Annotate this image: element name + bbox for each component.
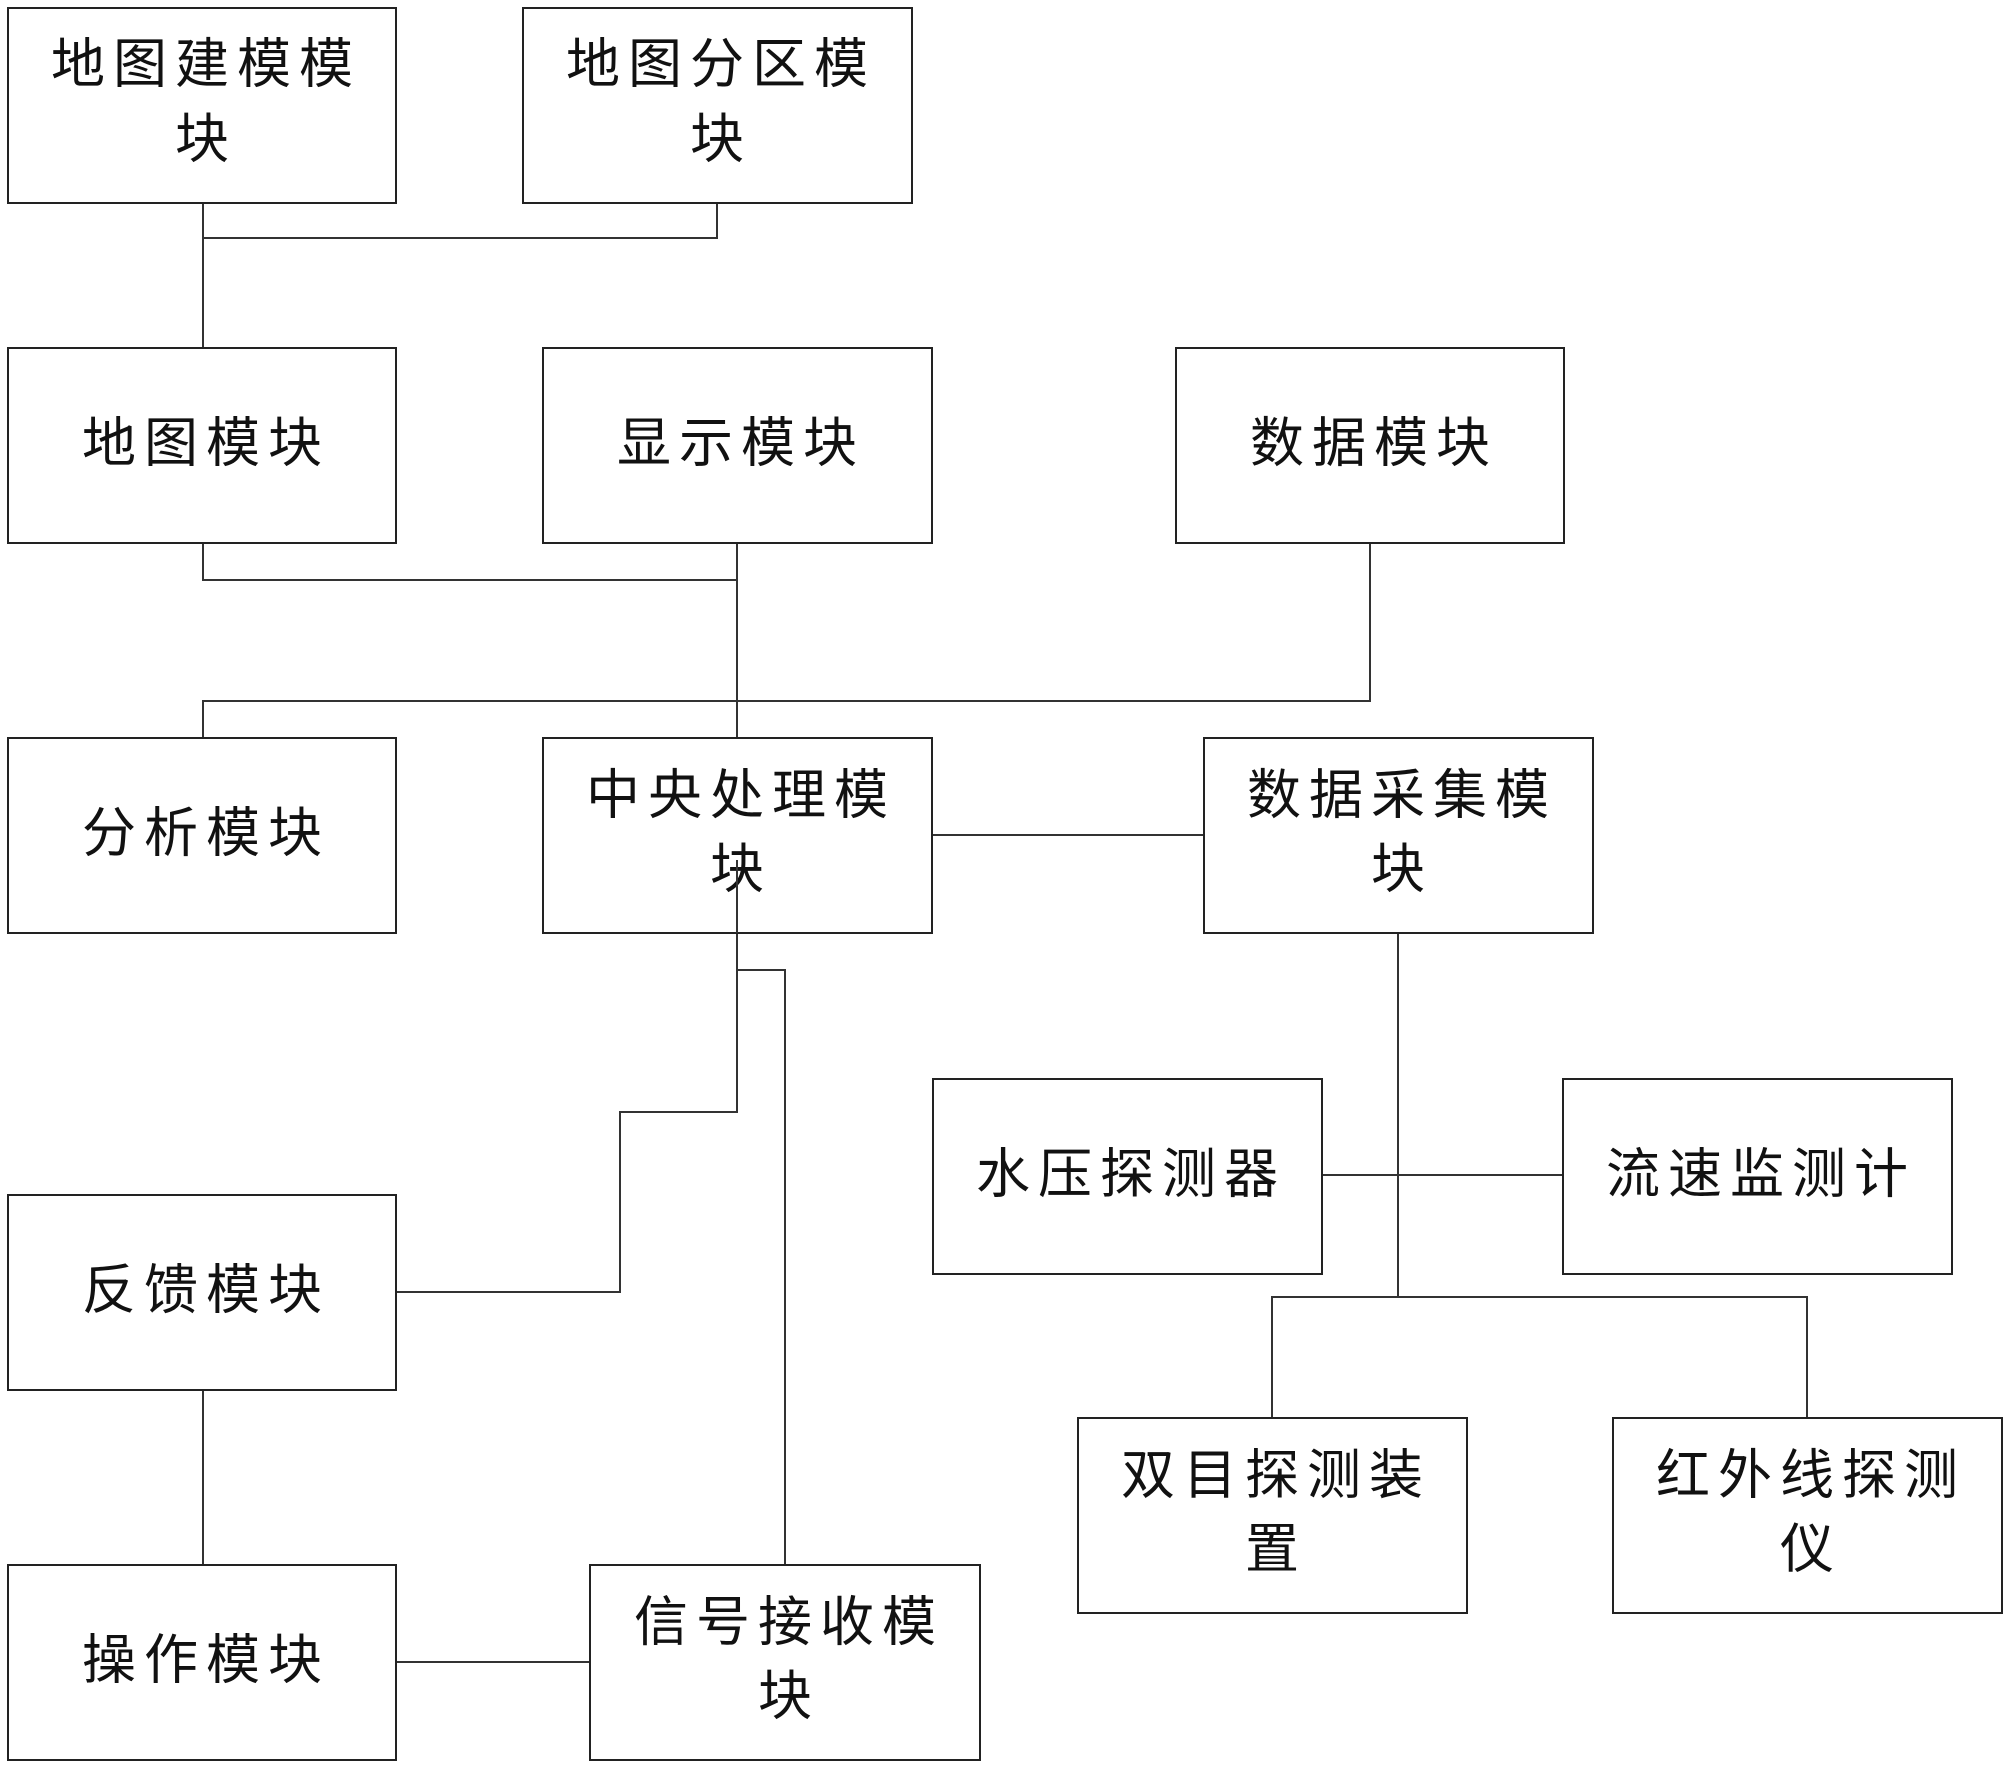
central-processing-module-label-1: 中央处理模: [586, 764, 896, 827]
binocular-detection-device-label-2: 置: [1245, 1518, 1307, 1581]
connector-central-to-feedback: [396, 933, 738, 1293]
map-modeling-module-label-1: 地图建模模: [51, 33, 361, 96]
display-module-box: 显示模块: [542, 347, 933, 544]
data-module-box: 数据模块: [1175, 347, 1565, 544]
feedback-module-label: 反馈模块: [82, 1259, 330, 1322]
map-partition-module-label-1: 地图分区模: [566, 33, 876, 96]
signal-receiving-module-label-1: 信号接收模: [634, 1591, 944, 1654]
flow-velocity-monitor-box: 流速监测计: [1562, 1078, 1953, 1275]
connectors: [202, 203, 1808, 1663]
analysis-module-box: 分析模块: [7, 737, 397, 934]
data-collection-module-label-1: 数据采集模: [1247, 764, 1557, 827]
water-pressure-detector-box: 水压探测器: [932, 1078, 1323, 1275]
connector-detector-bus: [1271, 1296, 1808, 1418]
infrared-detector-box: 红外线探测 仪: [1612, 1417, 2003, 1614]
map-modeling-module-box: 地图建模模 块: [7, 7, 397, 204]
flow-velocity-monitor-label: 流速监测计: [1606, 1143, 1916, 1206]
data-module-label: 数据模块: [1250, 412, 1498, 475]
operation-module-label: 操作模块: [82, 1629, 330, 1692]
data-collection-module-label-2: 块: [1371, 838, 1433, 901]
map-partition-module-label-2: 块: [690, 108, 752, 171]
data-collection-module-box: 数据采集模 块: [1203, 737, 1594, 934]
connector-central-to-signal-receiving: [737, 969, 786, 1565]
connector-map-partition-to-map: [203, 203, 718, 239]
connector-data-analysis-bus: [202, 543, 1371, 738]
water-pressure-detector-label: 水压探测器: [976, 1143, 1286, 1206]
signal-receiving-module-label-2: 块: [758, 1665, 820, 1728]
binocular-detection-device-label-1: 双目探测装: [1121, 1444, 1431, 1507]
map-partition-module-box: 地图分区模 块: [522, 7, 913, 204]
analysis-module-label: 分析模块: [82, 802, 330, 865]
feedback-module-box: 反馈模块: [7, 1194, 397, 1391]
display-module-label: 显示模块: [617, 412, 865, 475]
map-module-box: 地图模块: [7, 347, 397, 544]
infrared-detector-label-2: 仪: [1780, 1518, 1842, 1581]
map-module-label: 地图模块: [82, 412, 330, 475]
connector-map-to-central: [202, 543, 737, 581]
binocular-detection-device-box: 双目探测装 置: [1077, 1417, 1468, 1614]
central-processing-module-label-2: 块: [710, 838, 772, 901]
infrared-detector-label-1: 红外线探测: [1656, 1444, 1966, 1507]
signal-receiving-module-box: 信号接收模 块: [589, 1564, 981, 1761]
operation-module-box: 操作模块: [7, 1564, 397, 1761]
map-modeling-module-label-2: 块: [175, 108, 237, 171]
